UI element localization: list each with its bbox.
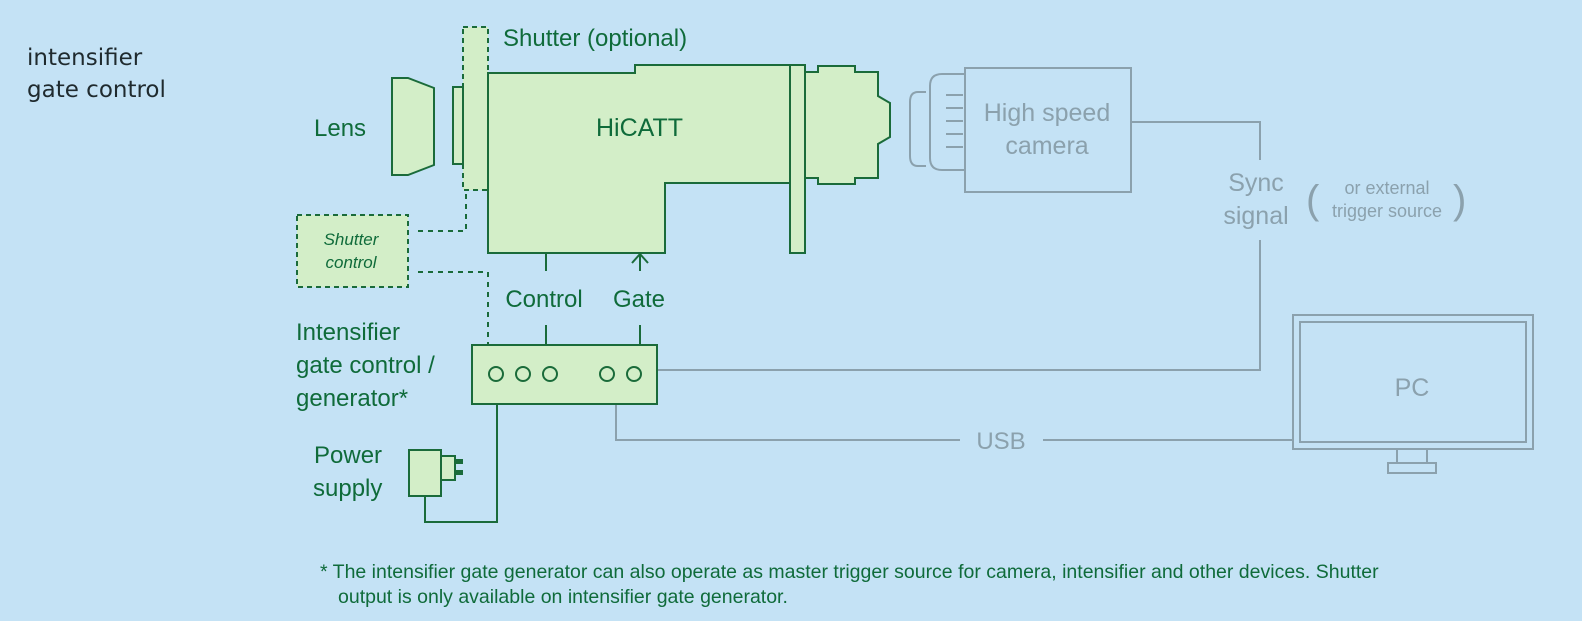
shutter-optional-box	[462, 26, 489, 191]
generator-label-1: Intensifier	[296, 319, 400, 346]
camera-label-2: camera	[1005, 132, 1088, 160]
usb-label: USB	[976, 428, 1025, 455]
paren-close: )	[1453, 178, 1466, 222]
camera-body	[964, 67, 1132, 193]
shutter-dash-lower	[418, 271, 489, 345]
lens-mount	[452, 86, 464, 165]
sync-line-top	[1131, 121, 1261, 160]
gate-arrow-head	[631, 252, 649, 264]
power-pin-top	[455, 459, 463, 464]
paren-open: (	[1306, 178, 1320, 222]
mount-plate	[789, 64, 806, 254]
power-label-2: supply	[313, 475, 382, 502]
sync-label-2: signal	[1223, 202, 1288, 230]
sync-label-1: Sync	[1228, 169, 1284, 197]
generator-connectors	[488, 366, 642, 382]
title-line-2: gate control	[27, 77, 166, 103]
shutter-control-label-2: control	[325, 253, 377, 272]
hicatt-body	[487, 64, 791, 254]
external-label-2: trigger source	[1332, 201, 1442, 221]
shutter-optional-label: Shutter (optional)	[503, 25, 687, 52]
generator-label-3: generator*	[296, 385, 408, 412]
generator-label-2: gate control /	[296, 352, 435, 379]
usb-line-left	[615, 404, 960, 441]
power-supply-box	[408, 449, 442, 497]
pc-monitor-base	[1387, 462, 1437, 474]
shutter-control-label-1: Shutter	[324, 230, 380, 249]
power-cable	[424, 404, 498, 523]
footnote-line-1: * The intensifier gate generator can als…	[320, 561, 1379, 583]
power-label-1: Power	[314, 442, 382, 469]
pc-monitor-screen	[1299, 321, 1527, 443]
power-plug-base	[440, 455, 456, 481]
diagram-title: intensifier gate control	[27, 42, 166, 106]
footnote-line-2: output is only available on intensifier …	[338, 586, 788, 608]
shutter-dash-upper	[418, 190, 467, 232]
lens-shape	[391, 77, 435, 176]
gate-generator-box	[471, 344, 658, 405]
shutter-control-box	[296, 214, 409, 288]
external-label-1: or external	[1344, 178, 1429, 198]
sync-line-bottom	[657, 240, 1261, 370]
power-pin-bottom	[455, 470, 463, 475]
title-line-1: intensifier	[27, 45, 143, 71]
hicatt-label: HiCATT	[596, 114, 683, 142]
control-label: Control	[505, 286, 582, 313]
camera-lens-back	[909, 91, 926, 167]
gate-label: Gate	[613, 286, 665, 313]
lens-label: Lens	[314, 115, 366, 142]
camera-lens-ribs	[946, 94, 963, 148]
pc-monitor-neck	[1396, 448, 1428, 464]
camera-label-1: High speed	[984, 99, 1110, 127]
pc-label: PC	[1395, 374, 1430, 402]
coupler-shape	[804, 65, 891, 185]
